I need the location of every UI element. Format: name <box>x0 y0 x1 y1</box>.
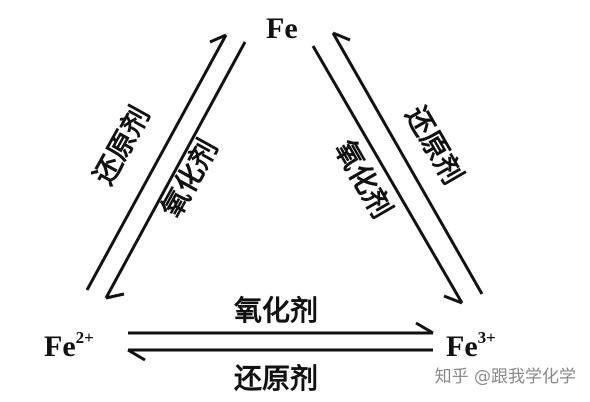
arrow-fe-to-fe2 <box>104 41 247 300</box>
watermark-text: 知乎 @跟我学化学 <box>435 367 576 387</box>
label-right-outer: 还原剂 <box>399 101 470 190</box>
node-fe3: Fe3+ <box>446 328 496 363</box>
arrow-fe2-to-fe <box>85 33 228 291</box>
arrow-fe2-to-fe3 <box>128 321 434 335</box>
label-left-outer: 还原剂 <box>87 101 157 190</box>
arrow-fe3-to-fe2 <box>127 348 433 362</box>
label-right-inner: 氧化剂 <box>328 135 399 224</box>
node-fe2: Fe2+ <box>44 328 94 363</box>
label-bottom-top: 氧化剂 <box>234 294 318 327</box>
arrow-fe3-to-fe <box>331 31 484 295</box>
label-bottom-bottom: 还原剂 <box>234 362 318 395</box>
arrow-fe-to-fe3 <box>311 45 464 305</box>
node-fe: Fe <box>266 12 298 45</box>
